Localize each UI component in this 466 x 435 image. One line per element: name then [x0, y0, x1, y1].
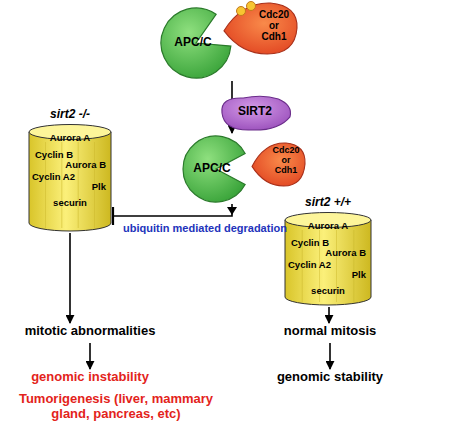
substrate-name: Cyclin A2	[288, 260, 344, 271]
text-node: mitotic abnormalities	[0, 324, 180, 342]
pac-node: APC/C	[158, 6, 238, 80]
genotype-label: sirt2 -/-	[28, 108, 112, 122]
node-label: APC/C	[164, 36, 222, 50]
node-label: APC/C	[182, 162, 242, 176]
arrow-connector	[329, 343, 331, 369]
cylinder-body	[285, 220, 371, 305]
arrow-connector	[112, 204, 232, 216]
cyl-node: sirt2 -/-Aurora ACyclin BAurora BCyclin …	[28, 108, 112, 232]
edge-label: ubiquitin mediated degradation	[105, 222, 305, 234]
genotype-label: sirt2 +/+	[284, 196, 372, 210]
pac-node: APC/C	[176, 134, 260, 204]
arrow-connector	[328, 307, 330, 323]
phosphate-dot	[247, 2, 256, 11]
substrate-name: Aurora A	[284, 221, 372, 232]
node-label: genomic stability	[250, 370, 410, 385]
node-label: mitotic abnormalities	[0, 324, 180, 339]
text-node: genomic stability	[250, 370, 410, 388]
text-node: genomic instability	[0, 370, 180, 388]
complex-shape	[183, 136, 245, 202]
phosphate-dot	[237, 7, 246, 16]
substrate-name: securin	[284, 286, 372, 297]
node-label: Cdc20 or Cdh1	[270, 146, 302, 176]
blob-node: SIRT2	[216, 94, 294, 132]
substrate-name: Aurora B	[320, 248, 366, 259]
substrate-name: Cyclin A2	[32, 172, 88, 183]
text-node: Tumorigenesis (liver, mammary gland, pan…	[0, 392, 232, 432]
cyl-node: sirt2 +/+Aurora ACyclin BAurora BCyclin …	[284, 196, 372, 306]
cylinder-stripe	[78, 142, 79, 228]
node-label: Tumorigenesis (liver, mammary gland, pan…	[0, 392, 232, 422]
cdc-node: Cdc20 or Cdh1	[250, 140, 308, 188]
substrate-name: Plk	[342, 270, 366, 281]
substrate-name: securin	[28, 198, 112, 209]
node-label: SIRT2	[216, 105, 294, 119]
node-label: Cdc20 or Cdh1	[256, 9, 292, 42]
node-label: normal mitosis	[250, 324, 410, 339]
activator-shape	[252, 143, 305, 186]
arrow-connector	[69, 233, 71, 323]
complex-shape	[161, 8, 231, 78]
substrate-name: Plk	[82, 182, 106, 193]
substrate-name: Aurora B	[60, 160, 106, 171]
cylinder-stripe	[353, 230, 354, 302]
node-label: genomic instability	[0, 370, 180, 385]
arrow-connector	[89, 343, 91, 369]
cdc-node: Cdc20 or Cdh1	[222, 0, 300, 56]
substrate-name: Aurora A	[28, 133, 112, 144]
activator-shape	[224, 3, 297, 54]
cylinder-body	[29, 132, 111, 231]
cdc-outline	[222, 0, 300, 56]
text-node: normal mitosis	[250, 324, 410, 342]
